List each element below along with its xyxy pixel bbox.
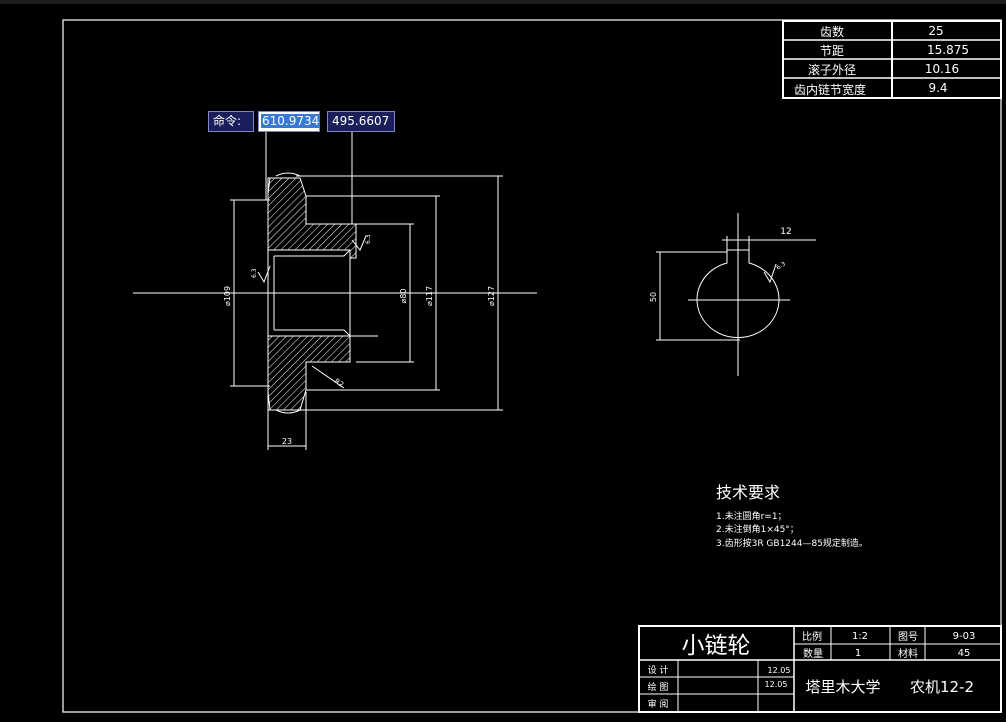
material-label: 材料 bbox=[898, 647, 918, 660]
drawing-no-label: 图号 bbox=[898, 631, 918, 643]
tech-title: 技术要求 bbox=[716, 483, 780, 502]
dim-width-23: 23 bbox=[282, 437, 292, 446]
roughness-label-2: 6.3 bbox=[251, 268, 258, 278]
coord-x-input[interactable]: 610.9734 bbox=[258, 111, 321, 132]
dim-d127: ⌀127 bbox=[487, 286, 496, 306]
dim-key-height: 50 bbox=[649, 292, 658, 302]
technical-requirements: 技术要求 1.未注圆角r=1； 2.未注倒角1×45°； 3.齿形按3R GB1… bbox=[716, 483, 868, 549]
param-value-1: 15.875 bbox=[927, 43, 969, 57]
material-value: 45 bbox=[958, 648, 971, 659]
drawing-no: 9-03 bbox=[953, 631, 976, 642]
scale-label: 比例 bbox=[802, 630, 822, 643]
dim-d117: ⌀117 bbox=[425, 286, 434, 306]
class-name: 农机12-2 bbox=[910, 678, 974, 696]
roughness-label-3: 6.3 bbox=[775, 260, 787, 271]
command-label: 命令: bbox=[208, 111, 254, 132]
tech-item-0: 1.未注圆角r=1； bbox=[716, 510, 787, 522]
hub-end-view[interactable] bbox=[656, 213, 816, 376]
sprocket-section-view[interactable] bbox=[133, 132, 537, 450]
command-input-bar[interactable]: 命令: 610.9734 495.6607 bbox=[208, 111, 395, 132]
roughness-label-1: 6.3 bbox=[365, 234, 372, 244]
param-value-0: 25 bbox=[928, 24, 943, 38]
parameter-table: 齿数 25 节距 15.875 滚子外径 10.16 齿内链节宽度 9.4 bbox=[782, 20, 1002, 99]
part-name: 小链轮 bbox=[682, 633, 751, 659]
param-value-3: 9.4 bbox=[928, 81, 947, 95]
param-value-2: 10.16 bbox=[925, 62, 959, 76]
tech-item-1: 2.未注倒角1×45°； bbox=[716, 523, 799, 535]
dim-d109: ⌀109 bbox=[223, 286, 232, 306]
draw-date: 12.05 bbox=[765, 680, 788, 689]
design-label: 设 计 bbox=[648, 664, 669, 676]
draw-label: 绘 图 bbox=[648, 681, 669, 693]
drawing-frame bbox=[62, 19, 1002, 713]
school-name: 塔里木大学 bbox=[805, 678, 880, 696]
coord-y-input[interactable]: 495.6607 bbox=[327, 111, 395, 132]
cad-drawing-canvas[interactable]: 齿数 25 节距 15.875 滚子外径 10.16 齿内链节宽度 9.4 bbox=[0, 4, 1006, 722]
coord-x-value: 610.9734 bbox=[261, 114, 321, 128]
param-name-1: 节距 bbox=[820, 44, 844, 58]
tech-item-2: 3.齿形按3R GB1244—85规定制造。 bbox=[716, 537, 868, 549]
title-block bbox=[638, 625, 1002, 713]
design-date: 12.05 bbox=[768, 666, 791, 675]
scale-value: 1:2 bbox=[852, 631, 868, 642]
param-name-2: 滚子外径 bbox=[808, 62, 856, 77]
review-label: 审 阅 bbox=[648, 698, 669, 710]
dim-d80: ⌀80 bbox=[399, 289, 408, 304]
qty-label: 数量 bbox=[803, 647, 823, 660]
param-name-3: 齿内链节宽度 bbox=[794, 82, 866, 97]
dim-r2: R2 bbox=[333, 377, 345, 389]
dim-key-width: 12 bbox=[780, 227, 791, 237]
qty-value: 1 bbox=[855, 648, 861, 659]
window-top-strip bbox=[0, 0, 1006, 4]
param-name-0: 齿数 bbox=[820, 24, 844, 39]
